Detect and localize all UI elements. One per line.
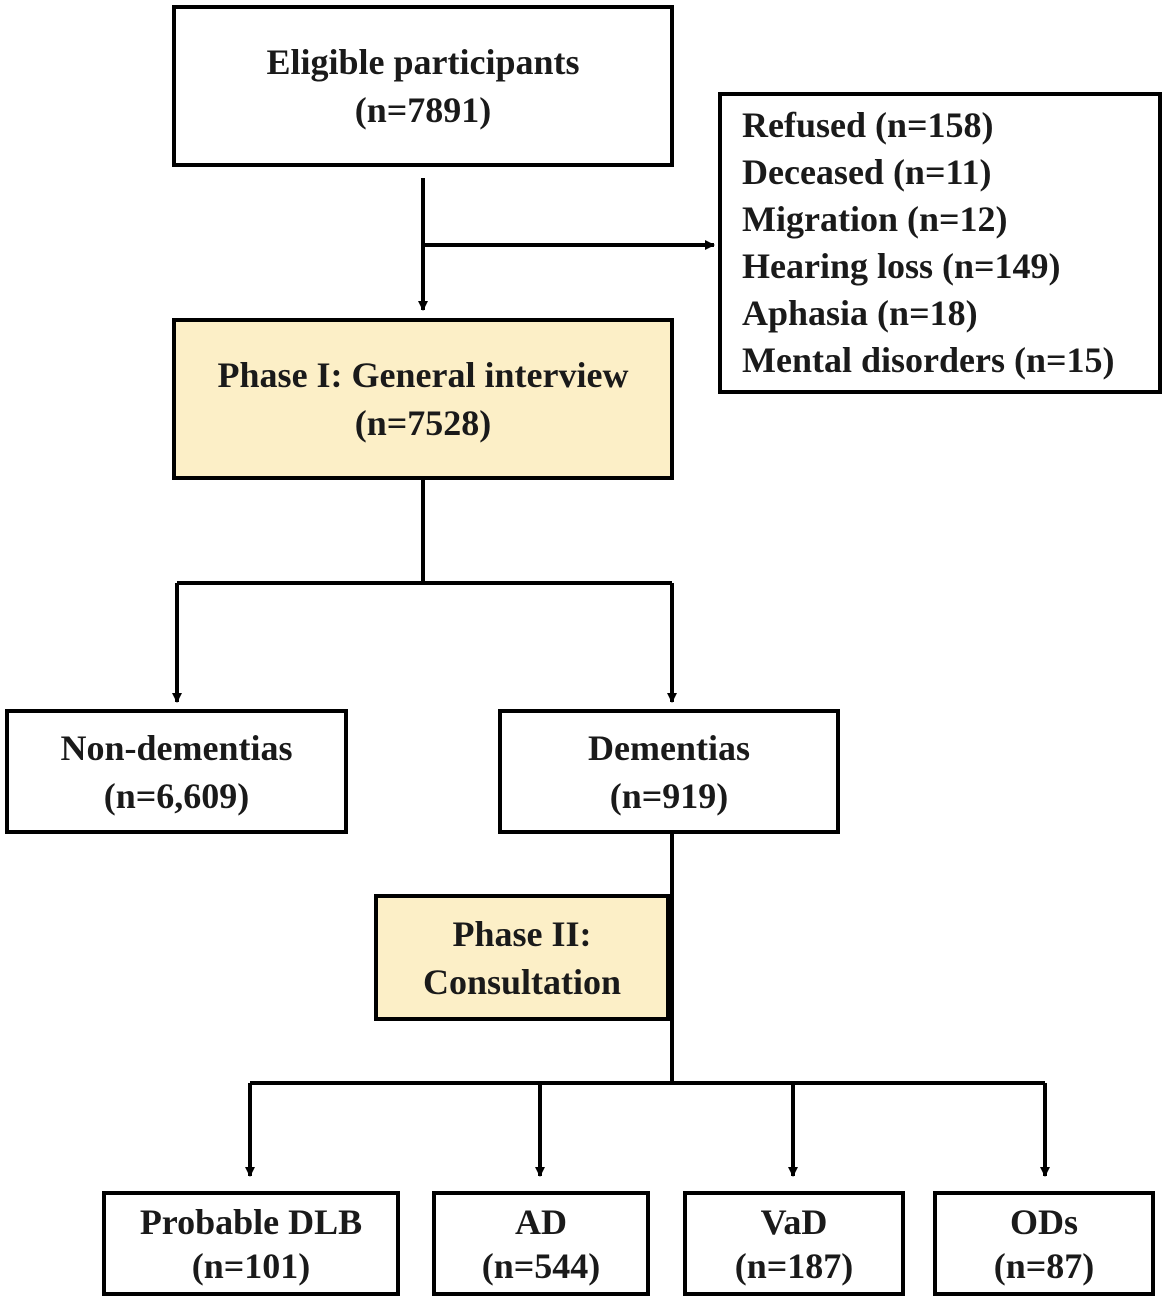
exclusion-refused: Refused (n=158) <box>742 105 994 145</box>
subtype-dlb-count: (n=101) <box>191 1245 311 1286</box>
exclusion-aphasia: Aphasia (n=18) <box>742 293 978 333</box>
subtype-vad-count: (n=187) <box>734 1245 854 1286</box>
phase2-line1: Phase II: <box>452 913 592 954</box>
phase1-count: (n=7528) <box>354 403 492 443</box>
dementias-count: (n=919) <box>609 775 729 816</box>
non-dementias-count: (n=6,609) <box>103 775 250 816</box>
subtype-ad-count: (n=544) <box>481 1245 601 1286</box>
non-dementias-box: Non-dementias (n=6,609) <box>5 709 348 834</box>
dementias-title: Dementias <box>588 727 750 768</box>
subtype-vad-title: VaD <box>760 1201 828 1242</box>
subtype-dlb-title: Probable DLB <box>139 1201 363 1242</box>
phase2-line2: Consultation <box>422 961 622 1002</box>
exclusion-hearing-loss: Hearing loss (n=149) <box>742 246 1061 286</box>
subtype-box-vad: VaD (n=187) <box>683 1191 905 1296</box>
subtype-box-ods: ODs (n=87) <box>933 1191 1155 1296</box>
eligible-participants-box: Eligible participants (n=7891) <box>172 5 674 167</box>
phase1-box: Phase I: General interview (n=7528) <box>172 318 674 480</box>
non-dementias-title: Non-dementias <box>60 727 293 768</box>
eligible-count: (n=7891) <box>354 90 492 130</box>
exclusions-box: Refused (n=158) Deceased (n=11) Migratio… <box>718 92 1162 394</box>
subtype-box-dlb: Probable DLB (n=101) <box>102 1191 400 1296</box>
dementias-box: Dementias (n=919) <box>498 709 840 834</box>
subtype-ad-title: AD <box>515 1201 567 1242</box>
subtype-ods-count: (n=87) <box>993 1245 1095 1286</box>
exclusion-deceased: Deceased (n=11) <box>742 152 992 192</box>
phase1-title: Phase I: General interview <box>217 355 629 395</box>
subtype-ods-title: ODs <box>1009 1201 1078 1242</box>
exclusion-migration: Migration (n=12) <box>742 199 1008 239</box>
eligible-title: Eligible participants <box>266 42 580 82</box>
subtype-box-ad: AD (n=544) <box>432 1191 650 1296</box>
exclusion-mental-disorders: Mental disorders (n=15) <box>742 340 1115 380</box>
phase2-box: Phase II: Consultation <box>374 894 670 1021</box>
